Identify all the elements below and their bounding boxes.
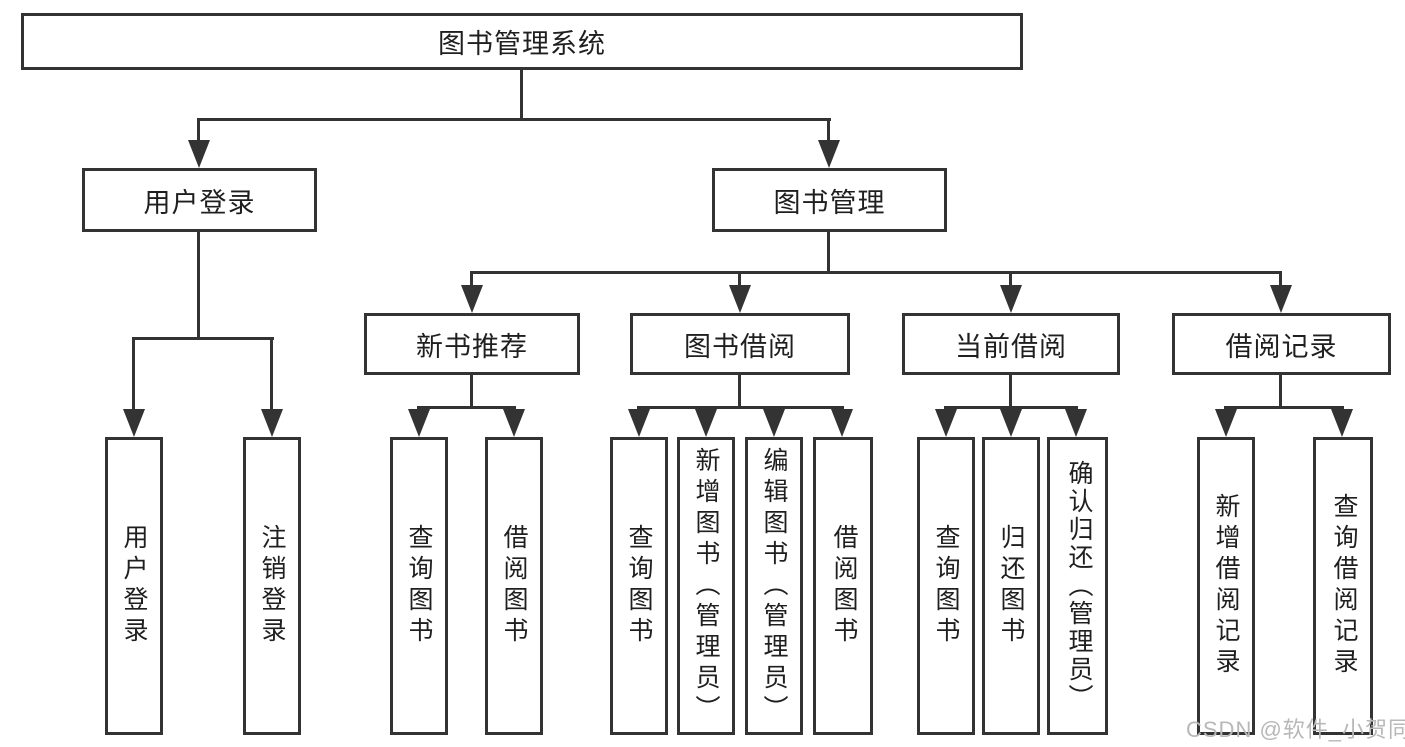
leaf-user-login: 用户登录 [105, 437, 163, 735]
connector-user-login-shaft [197, 118, 200, 143]
node-label: 图书管理系统 [438, 29, 606, 59]
connector-user-login-stub [197, 232, 200, 337]
connector-leaf-login-shaft [132, 337, 135, 412]
node-user-login: 用户登录 [82, 168, 317, 232]
arrowhead-records-query-record [1331, 409, 1353, 437]
leaf-newrec-borrow-books: 借阅图书 [485, 437, 543, 735]
leaf-current-query-books: 查询图书 [917, 437, 975, 735]
node-book-borrowing: 图书借阅 [630, 313, 850, 375]
node-current-borrowing: 当前借阅 [902, 313, 1120, 375]
arrowhead-borrow-edit-books [763, 409, 785, 437]
connector-current-borrowing-shaft [1009, 271, 1012, 287]
leaf-logout: 注销登录 [243, 437, 301, 735]
node-label: 图书管理 [773, 187, 886, 218]
connector-current-borrowing-children-hline [944, 406, 1078, 409]
connector-level3-hline [470, 271, 1282, 274]
arrowhead-borrowing-records [1270, 285, 1292, 313]
arrowhead-borrow-query-books [628, 409, 650, 437]
connector-book-borrowing-children-hline [637, 406, 844, 409]
leaf-records-add-record: 新增借阅记录 [1197, 437, 1255, 735]
connector-leaf-logout-shaft [270, 337, 273, 412]
arrowhead-current-query-books [935, 409, 957, 437]
leaf-current-return-books: 归还图书 [982, 437, 1040, 735]
connector-root-stub [520, 70, 523, 118]
leaf-records-query-record: 查询借阅记录 [1313, 437, 1373, 735]
connector-book-management-stub [827, 232, 830, 271]
arrowhead-borrow-add-books [695, 409, 717, 437]
connector-borrowing-records-children-hline [1224, 406, 1344, 409]
arrowhead-newrec-borrow-books [503, 409, 525, 437]
node-new-book-recommend: 新书推荐 [364, 313, 580, 375]
connector-user-login-children-hline [132, 337, 274, 340]
leaf-borrow-add-books: 新增图书（管理员） [677, 437, 735, 735]
leaf-current-confirm-return: 确认归还（管理员） [1047, 437, 1108, 735]
arrowhead-current-confirm-return [1065, 409, 1087, 437]
connector-new-book-children-hline [417, 406, 516, 409]
node-borrowing-records: 借阅记录 [1172, 313, 1391, 375]
arrowhead-records-add-record [1215, 409, 1237, 437]
node-label: 用户登录 [143, 187, 256, 218]
connector-new-book-stub [470, 375, 473, 406]
arrowhead-newrec-query-books [408, 409, 430, 437]
connector-borrowing-records-stub [1279, 375, 1282, 406]
node-label: 图书借阅 [684, 331, 796, 362]
arrowhead-current-borrowing [1000, 285, 1022, 313]
connector-book-management-shaft [827, 118, 830, 143]
arrowhead-user-login [188, 140, 210, 168]
leaf-borrow-borrow-books: 借阅图书 [813, 437, 873, 735]
node-label: 借阅记录 [1225, 331, 1338, 362]
connector-book-borrowing-shaft [738, 271, 741, 287]
node-book-management: 图书管理 [712, 168, 947, 232]
arrowhead-leaf-login [123, 409, 145, 437]
connector-current-borrowing-stub [1009, 375, 1012, 406]
arrowhead-borrow-borrow-books [831, 409, 853, 437]
connector-book-borrowing-stub [738, 375, 741, 406]
connector-level2-hline [198, 118, 831, 121]
csdn-watermark: CSDN @软件_小贺同学 [1186, 717, 1405, 742]
arrowhead-new-book-recommend [461, 285, 483, 313]
leaf-newrec-query-books: 查询图书 [390, 437, 448, 735]
node-label: 新书推荐 [416, 331, 528, 362]
node-label: 当前借阅 [955, 331, 1067, 362]
connector-borrowing-records-shaft [1279, 271, 1282, 287]
leaf-borrow-query-books: 查询图书 [610, 437, 668, 735]
arrowhead-book-management [818, 140, 840, 168]
leaf-borrow-edit-books: 编辑图书（管理员） [745, 437, 803, 735]
arrowhead-book-borrowing [729, 285, 751, 313]
arrowhead-leaf-logout [261, 409, 283, 437]
node-library-system: 图书管理系统 [21, 13, 1023, 70]
arrowhead-current-return-books [1000, 409, 1022, 437]
connector-new-book-shaft [470, 271, 473, 287]
